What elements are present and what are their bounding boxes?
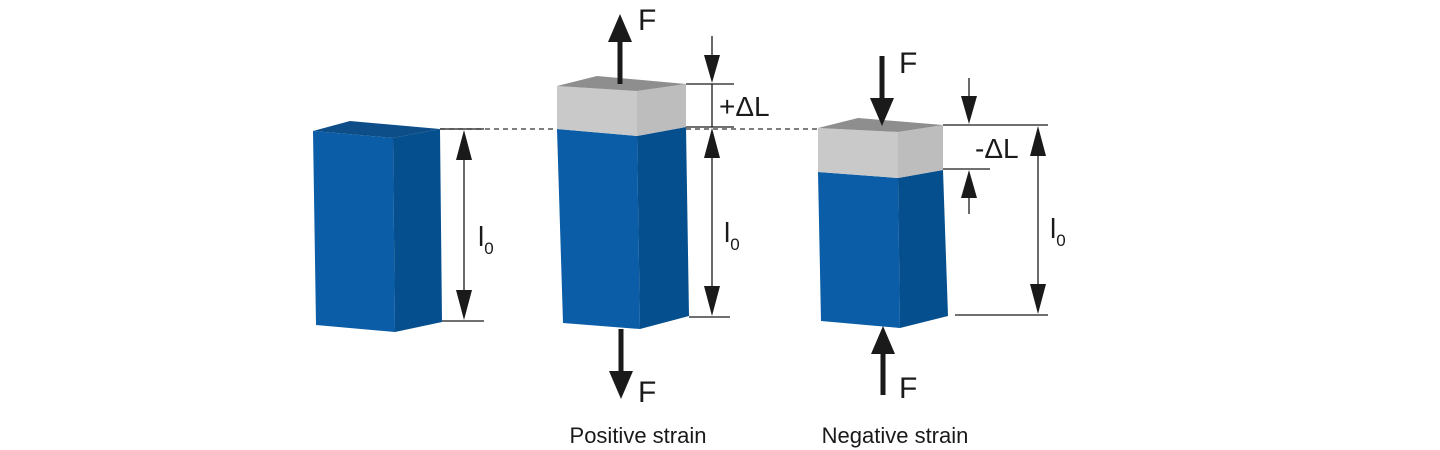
arrow-up-icon [608,14,632,42]
force-arrow-down [609,329,633,399]
arrowhead-down-icon [961,96,977,124]
force-arrow-up-compression [871,326,895,395]
arrow-down-icon [609,371,633,399]
arrowhead-up-icon [961,170,977,198]
arrowhead-up-icon [456,130,472,160]
arrowhead-down-icon [704,286,720,316]
delta-l-negative-label: -ΔL [975,133,1019,164]
force-label-bottom-tension: F [638,376,656,409]
force-arrow-up [608,14,632,84]
elongation-cap-front [557,86,637,136]
length-label-l0-unloaded: l0 [478,221,494,258]
arrowhead-down-icon [704,55,720,83]
force-label-top-compression: F [899,47,917,80]
arrowhead-down-icon [456,290,472,320]
arrowhead-up-icon [704,128,720,158]
block-tension-front [557,129,640,329]
block-compression-front [818,172,900,328]
block-compression [818,118,948,328]
delta-l-positive-label: +ΔL [719,91,770,122]
force-label-bottom-compression: F [899,372,917,405]
dimension-l0-compression [955,126,1048,316]
dimension-delta-l-negative [943,78,1048,214]
dimension-l0-unloaded [440,128,484,322]
arrowhead-down-icon [1030,284,1046,314]
force-label-top-tension: F [638,4,656,37]
arrowhead-up-icon [1030,126,1046,156]
elongation-cap-side [637,84,686,136]
block-unloaded-side [393,129,442,332]
block-tension-side [637,127,689,329]
block-unloaded-top [313,121,440,138]
arrow-up-icon [871,326,895,354]
dimension-l0-tension [689,128,730,318]
block-unloaded-front [313,131,395,332]
compression-cap-top [818,118,943,132]
caption-positive-strain: Positive strain [570,423,707,448]
force-arrow-down-compression [870,56,894,126]
compression-cap-side [898,125,943,178]
length-label-l0-compression: l0 [1050,213,1066,250]
caption-negative-strain: Negative strain [822,423,969,448]
block-tension [557,76,689,329]
block-compression-side [898,170,948,328]
arrow-down-icon [870,98,894,126]
length-label-l0-tension: l0 [724,217,740,254]
dimension-delta-l-positive [686,36,734,128]
block-unloaded [313,121,442,332]
compression-cap-front [818,128,898,178]
